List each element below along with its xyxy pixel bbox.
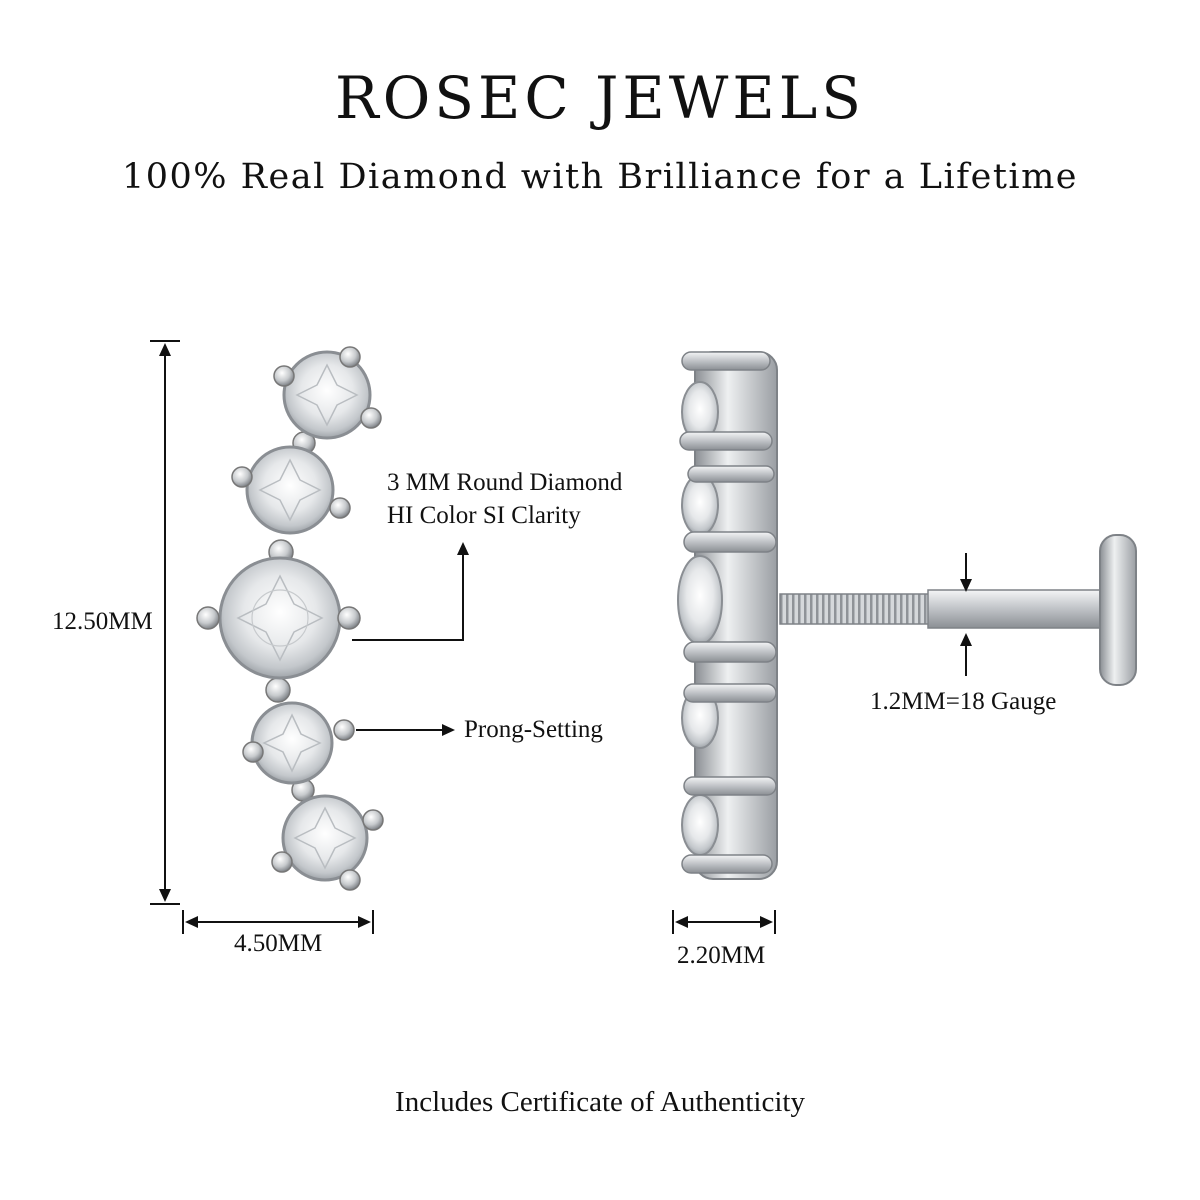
height-label: 12.50MM: [52, 608, 153, 635]
diamond-stone-center: [196, 556, 361, 680]
depth-dimension-line: [672, 910, 776, 934]
threaded-post: [779, 593, 931, 625]
width-label: 4.50MM: [234, 930, 323, 957]
tagline: 100% Real Diamond with Brilliance for a …: [122, 157, 1078, 197]
gauge-dimension-arrows: [960, 553, 972, 676]
depth-label: 2.20MM: [677, 942, 766, 969]
diamond-stone: [242, 701, 355, 785]
height-dimension-line: [150, 340, 180, 905]
stone-callout-arrow: [352, 542, 469, 641]
front-view-earring: [196, 346, 384, 891]
labret-shaft: [927, 589, 1109, 629]
stone-spec-line2: HI Color SI Clarity: [387, 502, 581, 529]
side-view-earring: [677, 351, 1137, 880]
diamond-stone: [273, 346, 382, 440]
brand-title: ROSEC JEWELS: [335, 64, 865, 132]
diamond-stone: [231, 445, 351, 535]
prong-setting-label: Prong-Setting: [464, 716, 603, 743]
diamond-stone: [271, 794, 384, 891]
connector-bead: [265, 677, 291, 703]
gauge-label: 1.2MM=18 Gauge: [870, 688, 1057, 715]
stone-spec-line1: 3 MM Round Diamond: [387, 469, 623, 496]
width-dimension-line: [182, 910, 374, 934]
flat-back-disc: [1099, 534, 1137, 686]
prong-callout-arrow: [356, 724, 455, 736]
certificate-note: Includes Certificate of Authenticity: [395, 1086, 805, 1118]
